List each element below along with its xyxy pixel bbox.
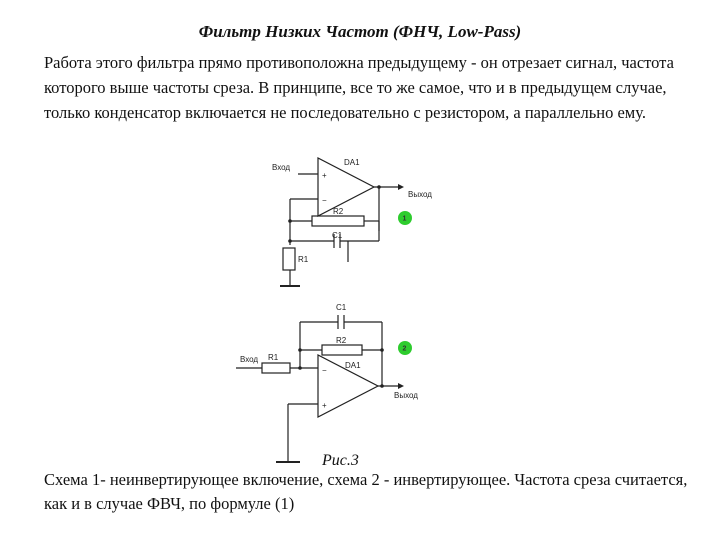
circuit1-marker-number: 1 xyxy=(403,216,407,223)
circuit1-opamp-label: DA1 xyxy=(344,158,360,167)
circuit1-input-label: Вход xyxy=(272,163,290,172)
circuit1-c1-label: C1 xyxy=(332,231,343,240)
circuit1-r1-resistor xyxy=(282,247,296,271)
circuit2-plus-sign: + xyxy=(322,401,327,410)
circuit2-r2-label: R2 xyxy=(336,336,347,345)
circuit2-opamp-label: DA1 xyxy=(345,361,361,370)
intro-paragraph: Работа этого фильтра прямо противоположн… xyxy=(44,53,674,122)
slide-title: Фильтр Низких Частот (ФНЧ, Low-Pass) xyxy=(198,22,522,41)
circuit2-r1-resistor xyxy=(261,362,291,374)
circuit2-output-label: Выход xyxy=(394,391,418,400)
circuit1-r2-resistor xyxy=(311,215,365,227)
circuit1-r1-label: R1 xyxy=(298,255,309,264)
circuit2-minus-sign: − xyxy=(322,366,327,375)
circuit1-opamp-symbol xyxy=(317,157,376,217)
circuit1-schematic xyxy=(280,157,404,287)
circuit1-marker xyxy=(398,211,412,225)
circuit2-marker-number: 2 xyxy=(403,346,407,353)
circuit2-r1-label: R1 xyxy=(268,353,279,362)
circuit2-schematic xyxy=(236,315,404,463)
circuit1-minus-sign: − xyxy=(322,196,327,205)
circuit1-plus-sign: + xyxy=(322,171,327,180)
circuit2-r2-resistor xyxy=(321,344,363,356)
footer-paragraph: Схема 1- неинвертирующее включение, схем… xyxy=(44,470,688,513)
figure-caption: Рис.3 xyxy=(322,452,359,469)
circuit2-c1-label: C1 xyxy=(336,303,347,312)
circuit1-output-label: Выход xyxy=(408,190,432,199)
circuit2-input-label: Вход xyxy=(240,355,258,364)
circuit1-r2-label: R2 xyxy=(333,207,344,216)
circuit2-marker xyxy=(398,341,412,355)
circuit2-opamp-symbol xyxy=(317,354,380,418)
